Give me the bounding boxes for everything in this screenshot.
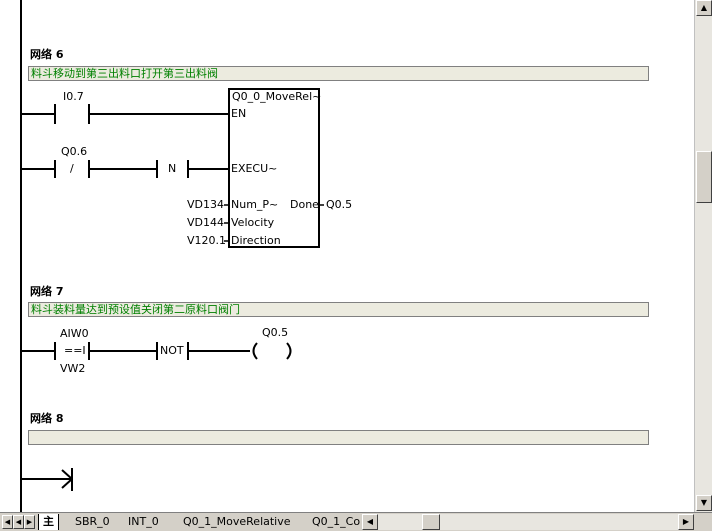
network-title[interactable]: 网络 8	[30, 412, 64, 425]
ladder-editor-canvas[interactable]: 网络 6 料斗移动到第三出料口打开第三出料阀 网络 7 料斗装料量达到预设值关闭…	[0, 0, 694, 512]
vertical-scrollbar[interactable]: ▲ ▼	[694, 0, 712, 512]
power-rail	[20, 0, 22, 512]
coil-left-arc	[252, 342, 258, 360]
tab-main[interactable]: 主	[38, 514, 59, 530]
contact-address[interactable]: Q0.6	[61, 145, 88, 158]
pin-name: Velocity	[231, 216, 275, 229]
network-title[interactable]: 网络 7	[30, 285, 64, 298]
pin-en: EN	[231, 107, 247, 120]
network-title[interactable]: 网络 6	[30, 48, 64, 61]
h-scroll-thumb[interactable]	[422, 514, 440, 530]
moverel-box	[228, 88, 320, 248]
pin-execu: EXECU~	[231, 162, 278, 175]
left-arrow-icon: ◀	[366, 517, 374, 526]
tab-q0-1-moverelative[interactable]: Q0_1_MoveRelative	[179, 514, 295, 530]
pin-name: Num_P~	[231, 198, 279, 211]
contact-address[interactable]: I0.7	[63, 90, 84, 103]
pin-input-value[interactable]: VD134	[187, 198, 224, 211]
ladder-diagram	[22, 88, 324, 491]
up-arrow-icon: ▲	[700, 3, 708, 12]
tab-int-0[interactable]: INT_0	[124, 514, 163, 530]
pin-done: Done	[290, 198, 319, 211]
tab-first-button[interactable]: ◀	[2, 515, 13, 529]
network-comment[interactable]: 料斗装料量达到预设值关闭第二原料口阀门	[28, 302, 649, 317]
scroll-right-button[interactable]: ▶	[678, 514, 694, 530]
coil-right-arc	[286, 342, 292, 360]
next-icon: ▶	[26, 518, 33, 526]
tab-prev-button[interactable]: ◀	[13, 515, 24, 529]
function-block-title[interactable]: Q0_0_MoveRel~	[232, 90, 322, 103]
n-edge-label: N	[168, 162, 177, 175]
tab-sbr-0[interactable]: SBR_0	[71, 514, 114, 530]
negated-contact-symbol: /	[70, 162, 74, 175]
prev-icon: ◀	[15, 518, 22, 526]
open-end-arrow-bottom	[61, 478, 73, 489]
compare-operand-bottom[interactable]: VW2	[60, 362, 86, 375]
compare-operator: ==I	[64, 344, 86, 357]
scroll-down-button[interactable]: ▼	[696, 495, 712, 511]
scroll-thumb[interactable]	[696, 151, 712, 203]
tab-next-button[interactable]: ▶	[24, 515, 35, 529]
scroll-up-button[interactable]: ▲	[696, 0, 712, 16]
horizontal-scrollbar[interactable]: ◀ ▶	[362, 514, 694, 530]
network-comment[interactable]	[28, 430, 649, 445]
scroll-left-button[interactable]: ◀	[362, 514, 378, 530]
pin-name: Direction	[231, 234, 281, 247]
right-arrow-icon: ▶	[682, 517, 690, 526]
tab-q0-1-co[interactable]: Q0_1_Co	[308, 514, 364, 530]
compare-operand-top[interactable]: AIW0	[60, 327, 89, 340]
pin-input-value[interactable]: VD144	[187, 216, 224, 229]
tab-bar: ◀ ◀ ▶ 主 SBR_0 INT_0 Q0_1_MoveRelative Q0…	[0, 512, 712, 531]
pin-input-value[interactable]: V120.1	[187, 234, 227, 247]
open-end-arrow-top	[61, 469, 73, 480]
pin-output-value[interactable]: Q0.5	[326, 198, 353, 211]
not-label: NOT	[160, 344, 184, 357]
coil-address[interactable]: Q0.5	[262, 326, 289, 339]
network-comment[interactable]: 料斗移动到第三出料口打开第三出料阀	[28, 66, 649, 81]
first-icon: ◀	[4, 518, 11, 526]
down-arrow-icon: ▼	[700, 498, 708, 507]
